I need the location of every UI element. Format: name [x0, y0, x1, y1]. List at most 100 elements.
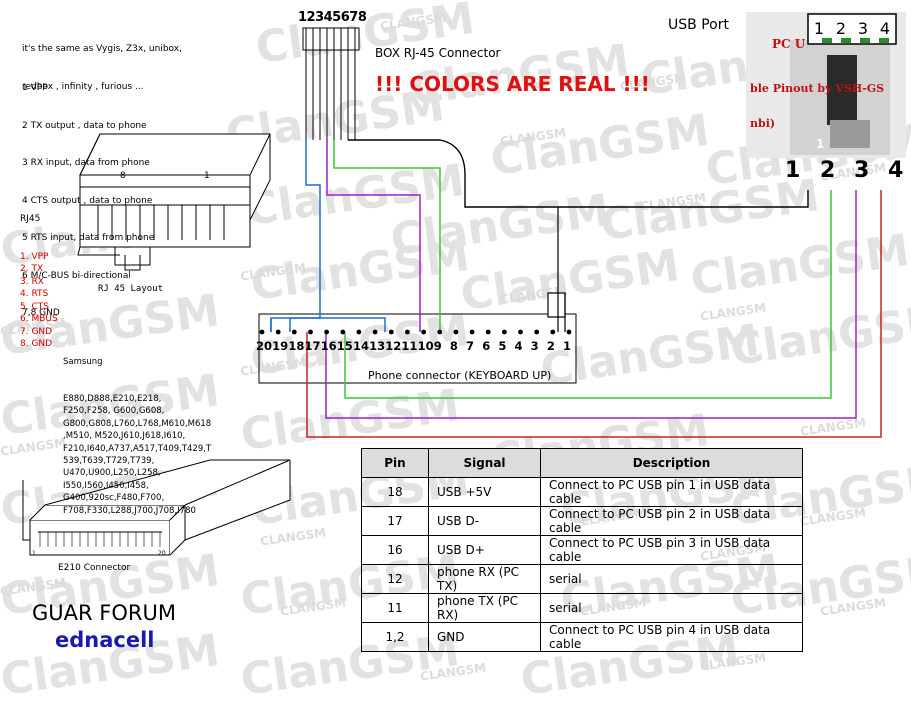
phone-pin-dot [421, 329, 426, 335]
wire-blue [270, 140, 321, 332]
phone-pin-dot [291, 329, 297, 335]
usb-photo-text: ble Pinout by VSH-GS [750, 82, 885, 95]
wire-red-usb [306, 190, 882, 438]
rj45-item: 6. MBUS [20, 314, 58, 324]
samsung-model-line: E880,D888,E210,E218, [63, 394, 162, 405]
box-connector-label: BOX RJ-45 Connector [375, 46, 501, 60]
table-cell-signal: GND [428, 622, 541, 652]
phone-pin-label: 10 [417, 339, 434, 353]
phone-pin-label: 15 [336, 339, 353, 353]
samsung-model-line: I550,I560,I450,I458, [63, 480, 149, 491]
usb-pin-number: 3 [854, 158, 870, 183]
rj45-item: 8. GND [20, 339, 53, 349]
phone-pin-label: 5 [498, 339, 507, 353]
samsung-model-line: F708,F330,L288,J700,J708,I780 [63, 505, 196, 516]
phone-pin-label: 7 [466, 339, 475, 353]
pin-note: 5 RTS input, data from phone [22, 233, 155, 243]
wire-green-usb [344, 190, 832, 399]
phone-pin-dot [388, 329, 394, 335]
e210-pin-1: 1 [32, 550, 36, 557]
table-cell-description: Connect to PC USB pin 1 in USB data cabl… [540, 477, 803, 507]
table-cell-signal: USB D+ [428, 535, 541, 565]
phone-pin-label: 6 [482, 339, 491, 353]
phone-pin-dot [534, 329, 540, 335]
phone-pin-dot [308, 329, 313, 335]
rj45-plug-drawing [77, 133, 271, 271]
pin-note: 7,8 GND [22, 308, 60, 318]
colors-note: !!! COLORS ARE REAL !!! [375, 72, 650, 96]
usb-header-pin: 3 [857, 19, 869, 38]
table-cell-pin: 17 [361, 506, 429, 536]
usb-pin-number: 4 [888, 158, 904, 183]
intro-line: redbox , infinity , furious ... [22, 81, 144, 92]
usb-photo-text: PC U [772, 37, 806, 51]
pin-note: 2 TX output , data to phone [22, 120, 147, 131]
samsung-model-line: F250,F258, G600,G608, [63, 406, 165, 417]
table-cell-description: Connect to PC USB pin 4 in USB data cabl… [540, 622, 803, 652]
phone-pin-dot [324, 329, 329, 335]
rj45-contact-slots [97, 205, 225, 240]
pin-note: 4 CTS output , data to phone [22, 195, 153, 206]
phone-pin-dot [372, 329, 378, 335]
pin-note: 6 M/C-BUS bi-directional [22, 270, 131, 281]
table-cell-description: serial [540, 564, 803, 594]
phone-pin-label: 17 [304, 339, 321, 353]
phone-pin-dot [275, 329, 281, 335]
rj45-plug-pin-1: 1 [204, 171, 210, 181]
wires [270, 139, 882, 438]
phone-connector-box [258, 292, 577, 384]
table-cell-signal: phone TX (PC RX) [428, 593, 541, 623]
phone-pin-dot [356, 329, 362, 335]
rj45-item: 1. VPP [20, 251, 49, 262]
table-cell-signal: USB +5V [428, 477, 541, 507]
box-pin-numbers: 12345678 [298, 10, 367, 25]
phone-pin-dot [437, 329, 443, 335]
table-cell-signal: phone RX (PC TX) [428, 564, 541, 594]
phone-pin-label: 14 [352, 339, 369, 353]
phone-pin-label: 9 [433, 339, 442, 353]
usb-photo-text: 1 [816, 137, 825, 151]
wire-black-usb [348, 139, 809, 208]
phone-connector-label: Phone connector (KEYBOARD UP) [368, 369, 552, 382]
phone-pin-dot [453, 329, 459, 335]
phone-pin-label: 1 [563, 339, 572, 353]
table-cell-pin: 11 [361, 593, 429, 623]
samsung-title: Samsung [63, 356, 103, 367]
phone-pin-label: 12 [385, 339, 402, 353]
rj45-item: 5. CTS [20, 301, 49, 312]
phone-pin-dot [566, 329, 572, 335]
phone-pin-label: 3 [530, 339, 539, 353]
phone-pin-label: 8 [449, 339, 458, 353]
usb-pin-number: 1 [785, 158, 801, 183]
phone-pin-label: 4 [514, 339, 523, 353]
usb-header-pin: 2 [835, 19, 847, 38]
rj45-item: 7. GND [20, 326, 53, 337]
forum-title: GUAR FORUM [32, 601, 176, 625]
table-cell-pin: 1,2 [361, 622, 429, 652]
wire-purple-box [326, 140, 421, 332]
rj45-title: RJ45 [20, 214, 41, 224]
samsung-model-line: G800,G808,L760,L768,M610,M618 [63, 418, 212, 429]
samsung-model-list: E880,D888,E210,E218,F250,F258, G600,G608… [63, 393, 211, 517]
pin-note: 3 RX input, data from phone [22, 158, 150, 168]
phone-pin-label: 16 [320, 339, 337, 353]
phone-pin-label: 19 [272, 339, 289, 353]
e210-pin-20: 20 [158, 550, 166, 557]
pin-notes: 1 VPP 2 TX output , data to phone 3 RX i… [22, 57, 154, 332]
usb-header-pin: 4 [879, 19, 891, 38]
rj45-item: 2. TX [20, 264, 44, 274]
phone-pin-dot [405, 329, 410, 335]
e210-connector-drawing [22, 459, 291, 556]
pin-note: 1 VPP [22, 83, 48, 93]
table-cell-signal: USB D- [428, 506, 541, 536]
wire-green-box [333, 140, 441, 332]
intro-text: it's the same as Vygis, Z3x, unibox, red… [22, 18, 182, 106]
